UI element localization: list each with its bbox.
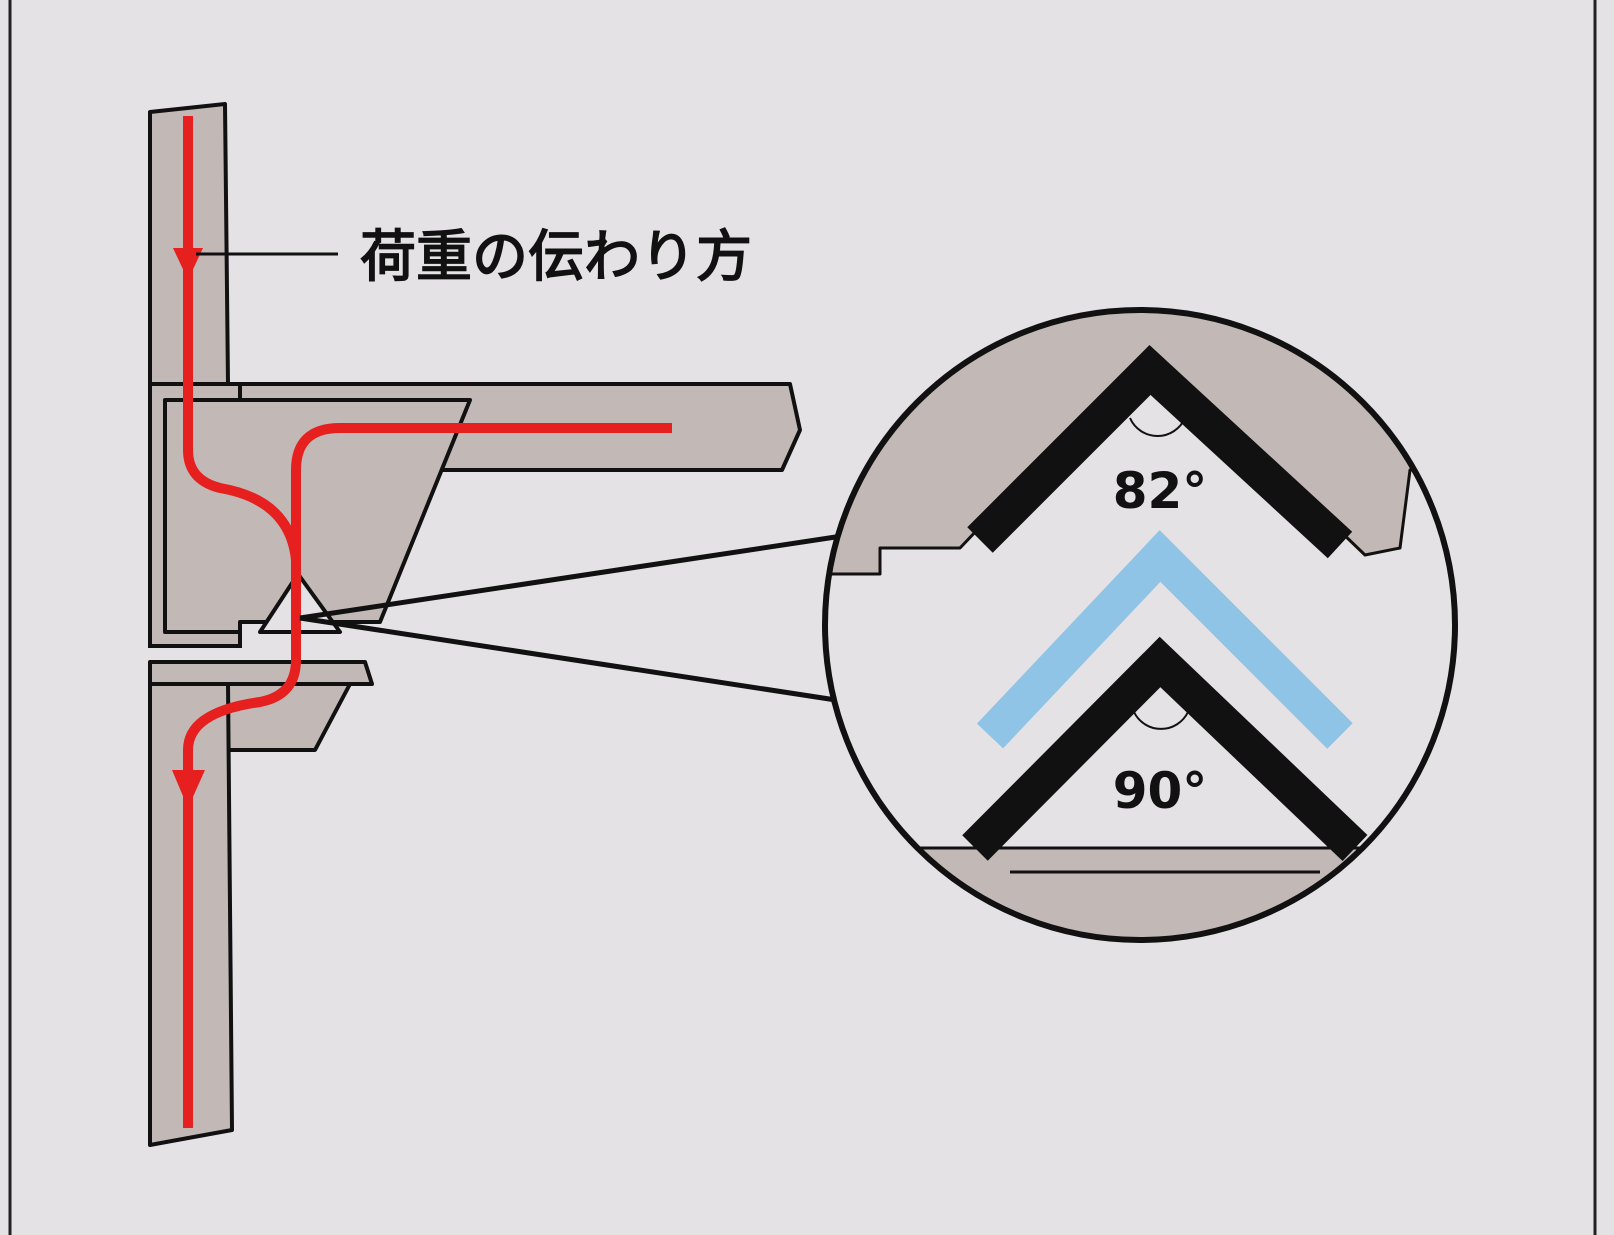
lower-chevron-90 [962,636,1368,862]
upper-chevron-82 [967,345,1353,559]
arrow-down-top-icon [173,248,203,280]
blue-chevron [976,530,1353,749]
callout-line-top [299,530,863,621]
load-path-horizontal [291,423,672,560]
upper-wedge-bracket [163,398,472,634]
callout-line-bottom [299,615,876,709]
angle-arc-90 [1133,711,1189,730]
load-transfer-label: 荷重の伝わり方 [360,225,752,290]
angle-arc-82 [1129,417,1186,438]
load-path-vertical [183,116,301,1128]
arrow-down-bottom-icon [172,770,205,808]
angle-label-90: 90° [1113,762,1208,820]
angle-label-82: 82° [1113,462,1208,520]
lower-connector-plate [148,660,374,686]
magnifier-circle [822,307,1458,943]
